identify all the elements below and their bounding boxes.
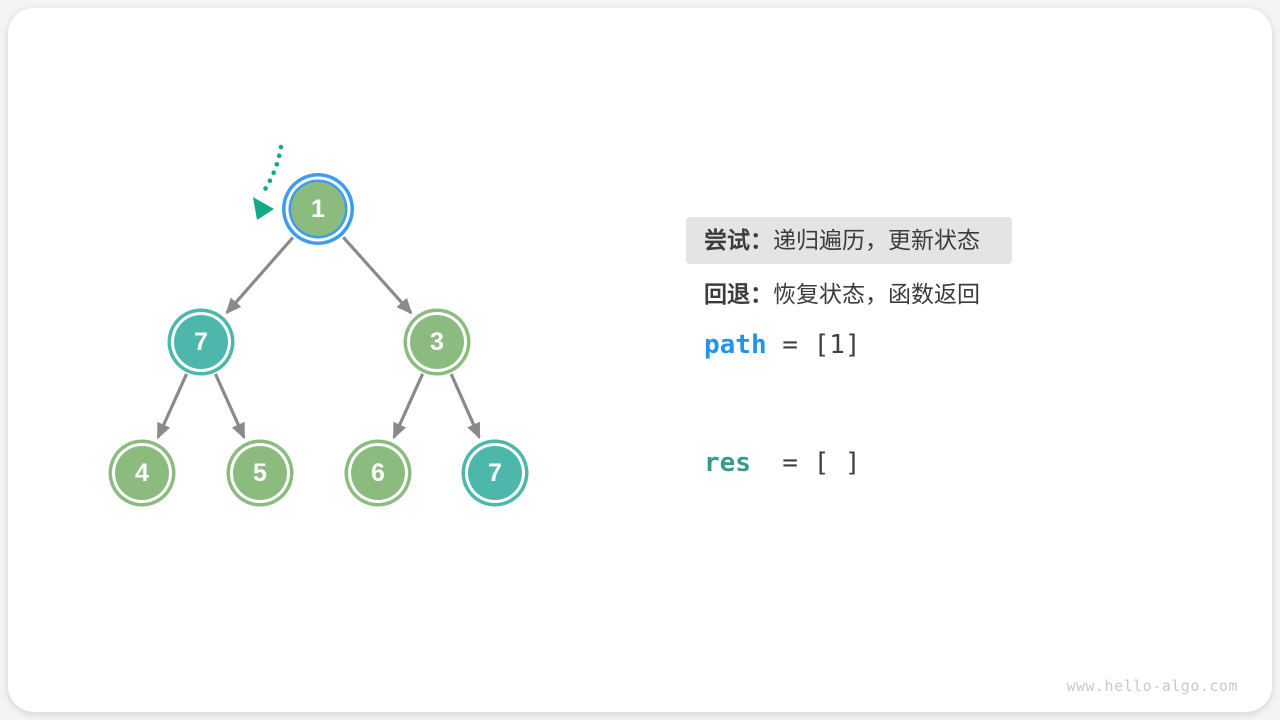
path-variable-name: path [704,330,767,360]
try-label: 尝试： [704,227,773,253]
res-variable-value: = [ ] [750,448,861,478]
back-line: 回退：恢复状态，函数返回 [704,281,980,307]
try-line: 尝试：递归遍历，更新状态 [686,217,1012,264]
path-variable-line: path = [1] [704,330,861,360]
figure-card [8,8,1272,712]
res-variable-name: res [704,448,751,478]
back-label: 回退： [704,281,773,307]
try-text: 递归遍历，更新状态 [773,227,980,253]
watermark: www.hello-algo.com [1066,677,1238,695]
path-variable-value: = [1] [766,330,861,360]
back-text: 恢复状态，函数返回 [773,281,980,307]
res-variable-line: res = [ ] [704,448,861,478]
